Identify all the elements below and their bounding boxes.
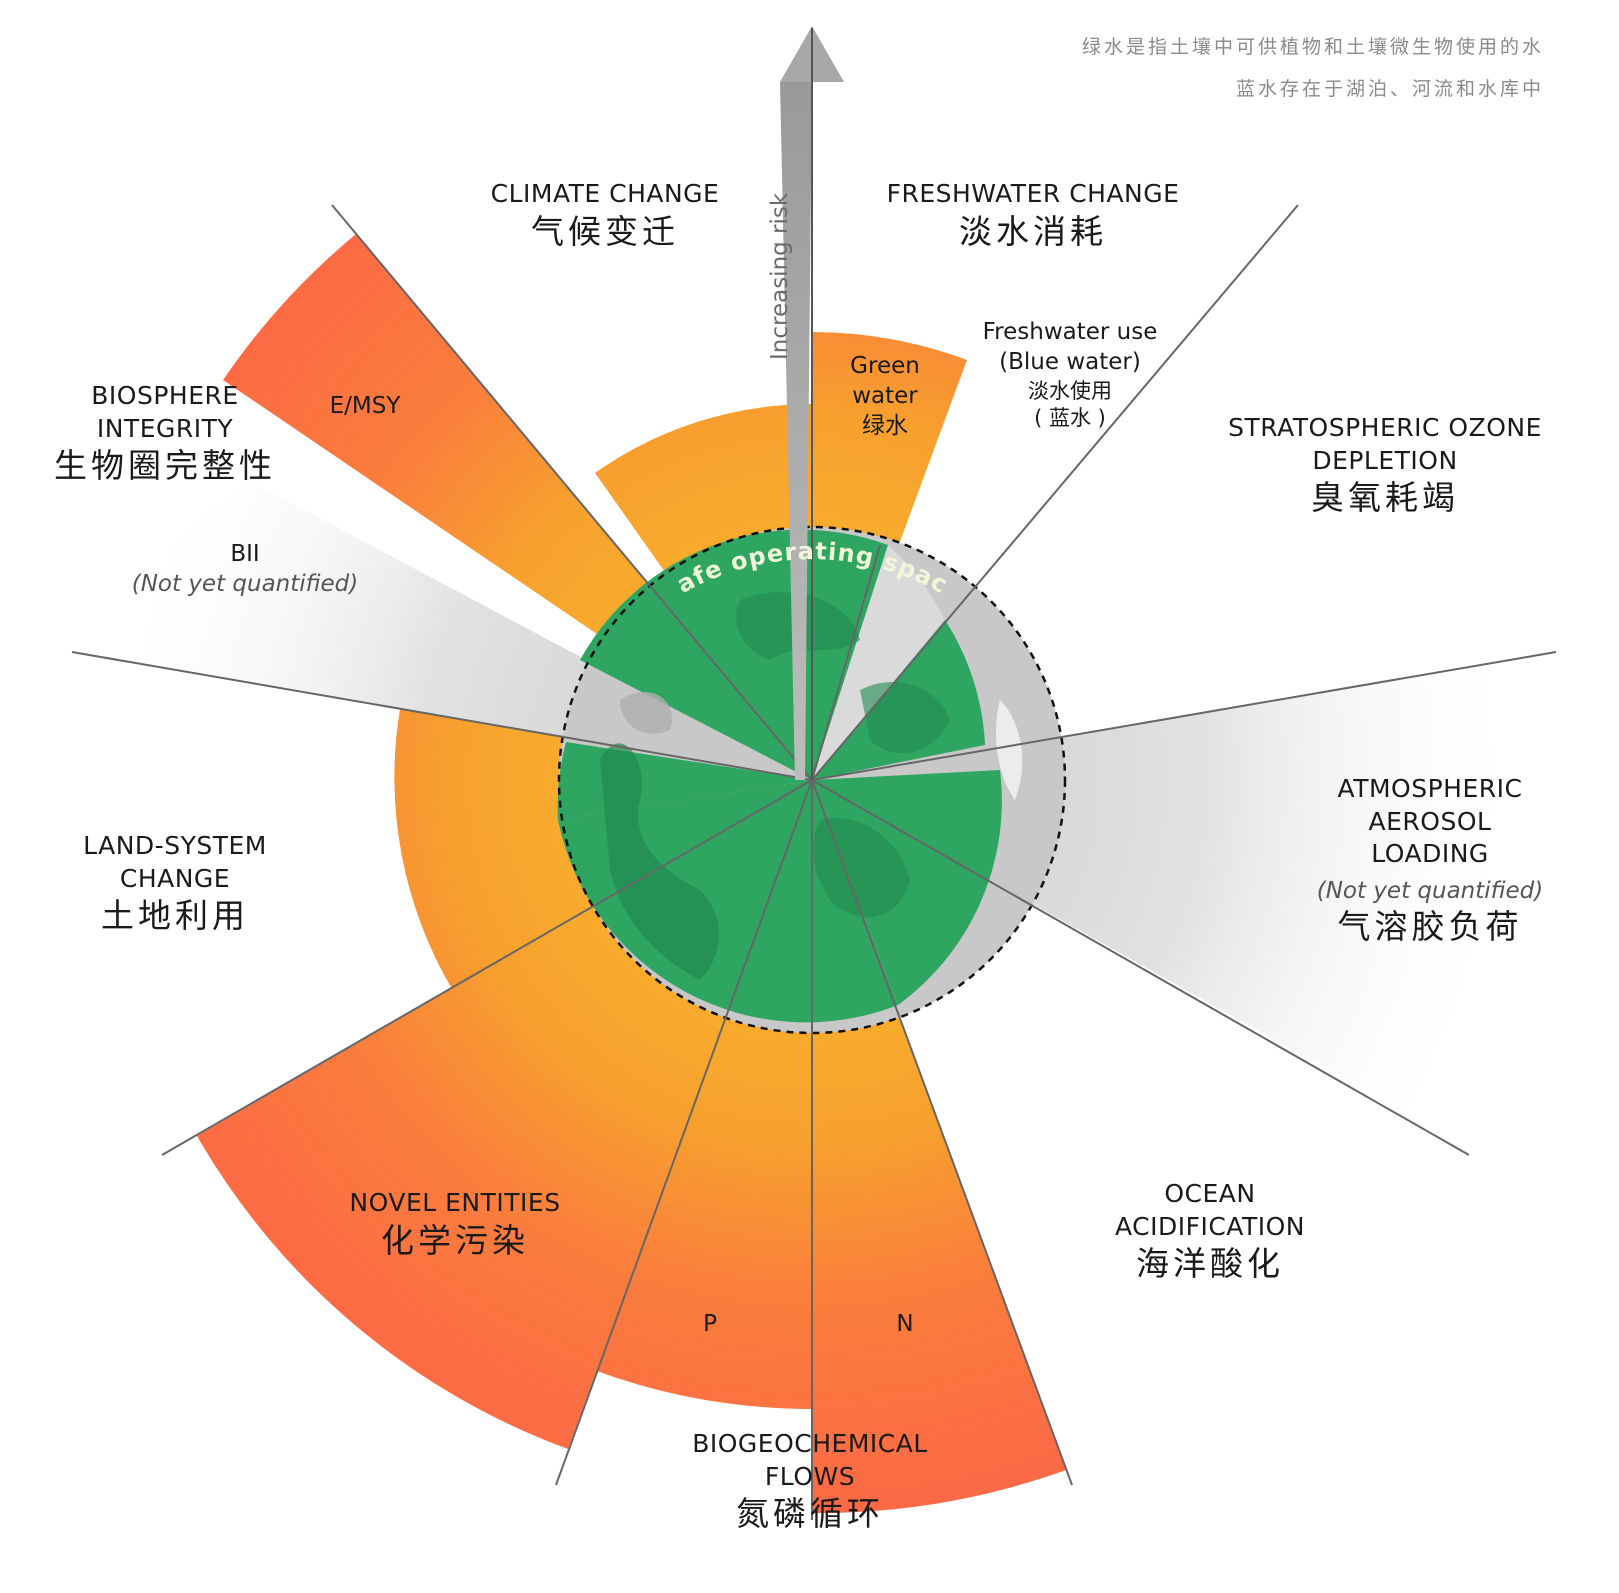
ocean-label: OCEAN ACIDIFICATION 海洋酸化 bbox=[1060, 1178, 1360, 1286]
novel-en: NOVEL ENTITIES bbox=[349, 1188, 561, 1217]
aerosol-en2: AEROSOL bbox=[1368, 806, 1492, 836]
blue-water-en2: (Blue water) bbox=[999, 348, 1141, 375]
land-en2: CHANGE bbox=[119, 863, 231, 893]
ocean-en2: ACIDIFICATION bbox=[1114, 1211, 1305, 1241]
divider-lines bbox=[71, 204, 1557, 1520]
climate-zh: 气候变迁 bbox=[531, 211, 679, 251]
novel-entities-label: NOVEL ENTITIES 化学污染 bbox=[330, 1187, 580, 1262]
climate-en: CLIMATE CHANGE bbox=[490, 179, 720, 208]
aerosol-label: ATMOSPHERIC AEROSOL LOADING (Not yet qua… bbox=[1290, 773, 1570, 949]
biosphere-zh: 生物圈完整性 bbox=[54, 446, 276, 485]
emsy-label: E/MSY bbox=[329, 393, 401, 419]
ozone-zh: 臭氧耗竭 bbox=[1311, 478, 1459, 517]
green-water-label: Green water 绿水 bbox=[820, 352, 950, 442]
aerosol-en1: ATMOSPHERIC bbox=[1337, 774, 1523, 803]
freshwater-change-label: FRESHWATER CHANGE 淡水消耗 bbox=[868, 178, 1198, 253]
blue-water-zh1: 淡水使用 bbox=[1028, 378, 1112, 403]
ozone-en1: STRATOSPHERIC OZONE bbox=[1228, 413, 1542, 442]
green-water-en2: water bbox=[852, 382, 918, 409]
land-zh: 土地利用 bbox=[101, 896, 249, 935]
nitrogen-label: N bbox=[896, 1311, 914, 1337]
ozone-en2: DEPLETION bbox=[1312, 445, 1458, 475]
biosphere-label: BIOSPHERE INTEGRITY 生物圈完整性 bbox=[40, 380, 290, 488]
bii-text: BII bbox=[230, 541, 260, 567]
green-water-zh: 绿水 bbox=[862, 412, 908, 439]
biosphere-en2: INTEGRITY bbox=[96, 413, 234, 443]
ocean-en1: OCEAN bbox=[1164, 1179, 1256, 1208]
blue-water-label: Freshwater use (Blue water) 淡水使用 ( 蓝水 ) bbox=[960, 318, 1180, 432]
land-en1: LAND-SYSTEM bbox=[83, 831, 267, 860]
biogeo-en1: BIOGEOCHEMICAL bbox=[692, 1429, 928, 1458]
biogeo-zh: 氮磷循环 bbox=[736, 1494, 884, 1533]
biogeochemical-label: BIOGEOCHEMICAL FLOWS 氮磷循环 bbox=[660, 1428, 960, 1536]
aerosol-en3: LOADING bbox=[1371, 839, 1489, 868]
green-water-en1: Green bbox=[850, 353, 920, 379]
green-water-note: 绿水是指土壤中可供植物和土壤微生物使用的水 bbox=[1081, 36, 1544, 58]
aerosol-zh: 气溶胶负荷 bbox=[1337, 907, 1523, 947]
blue-water-en1: Freshwater use bbox=[982, 319, 1158, 345]
ozone-label: STRATOSPHERIC OZONE DEPLETION 臭氧耗竭 bbox=[1205, 412, 1565, 520]
axis-label: Increasing risk bbox=[767, 192, 793, 360]
freshwater-zh: 淡水消耗 bbox=[959, 211, 1107, 251]
blue-water-zh2: ( 蓝水 ) bbox=[1034, 406, 1106, 431]
climate-change-label: CLIMATE CHANGE 气候变迁 bbox=[455, 178, 755, 253]
bii-label: BII (Not yet quantified) bbox=[100, 540, 390, 600]
aerosol-note: (Not yet quantified) bbox=[1316, 877, 1544, 904]
biogeo-en2: FLOWS bbox=[764, 1461, 856, 1491]
freshwater-en: FRESHWATER CHANGE bbox=[886, 179, 1180, 208]
biosphere-en1: BIOSPHERE bbox=[91, 381, 239, 410]
increasing-risk-arrow bbox=[780, 26, 844, 780]
ocean-zh: 海洋酸化 bbox=[1136, 1244, 1284, 1283]
blue-water-note: 蓝水存在于湖泊、河流和水库中 bbox=[1235, 78, 1544, 100]
land-system-label: LAND-SYSTEM CHANGE 土地利用 bbox=[60, 830, 290, 938]
phosphorus-label: P bbox=[703, 1311, 717, 1337]
novel-zh: 化学污染 bbox=[381, 1220, 529, 1260]
bii-note: (Not yet quantified) bbox=[131, 570, 359, 597]
